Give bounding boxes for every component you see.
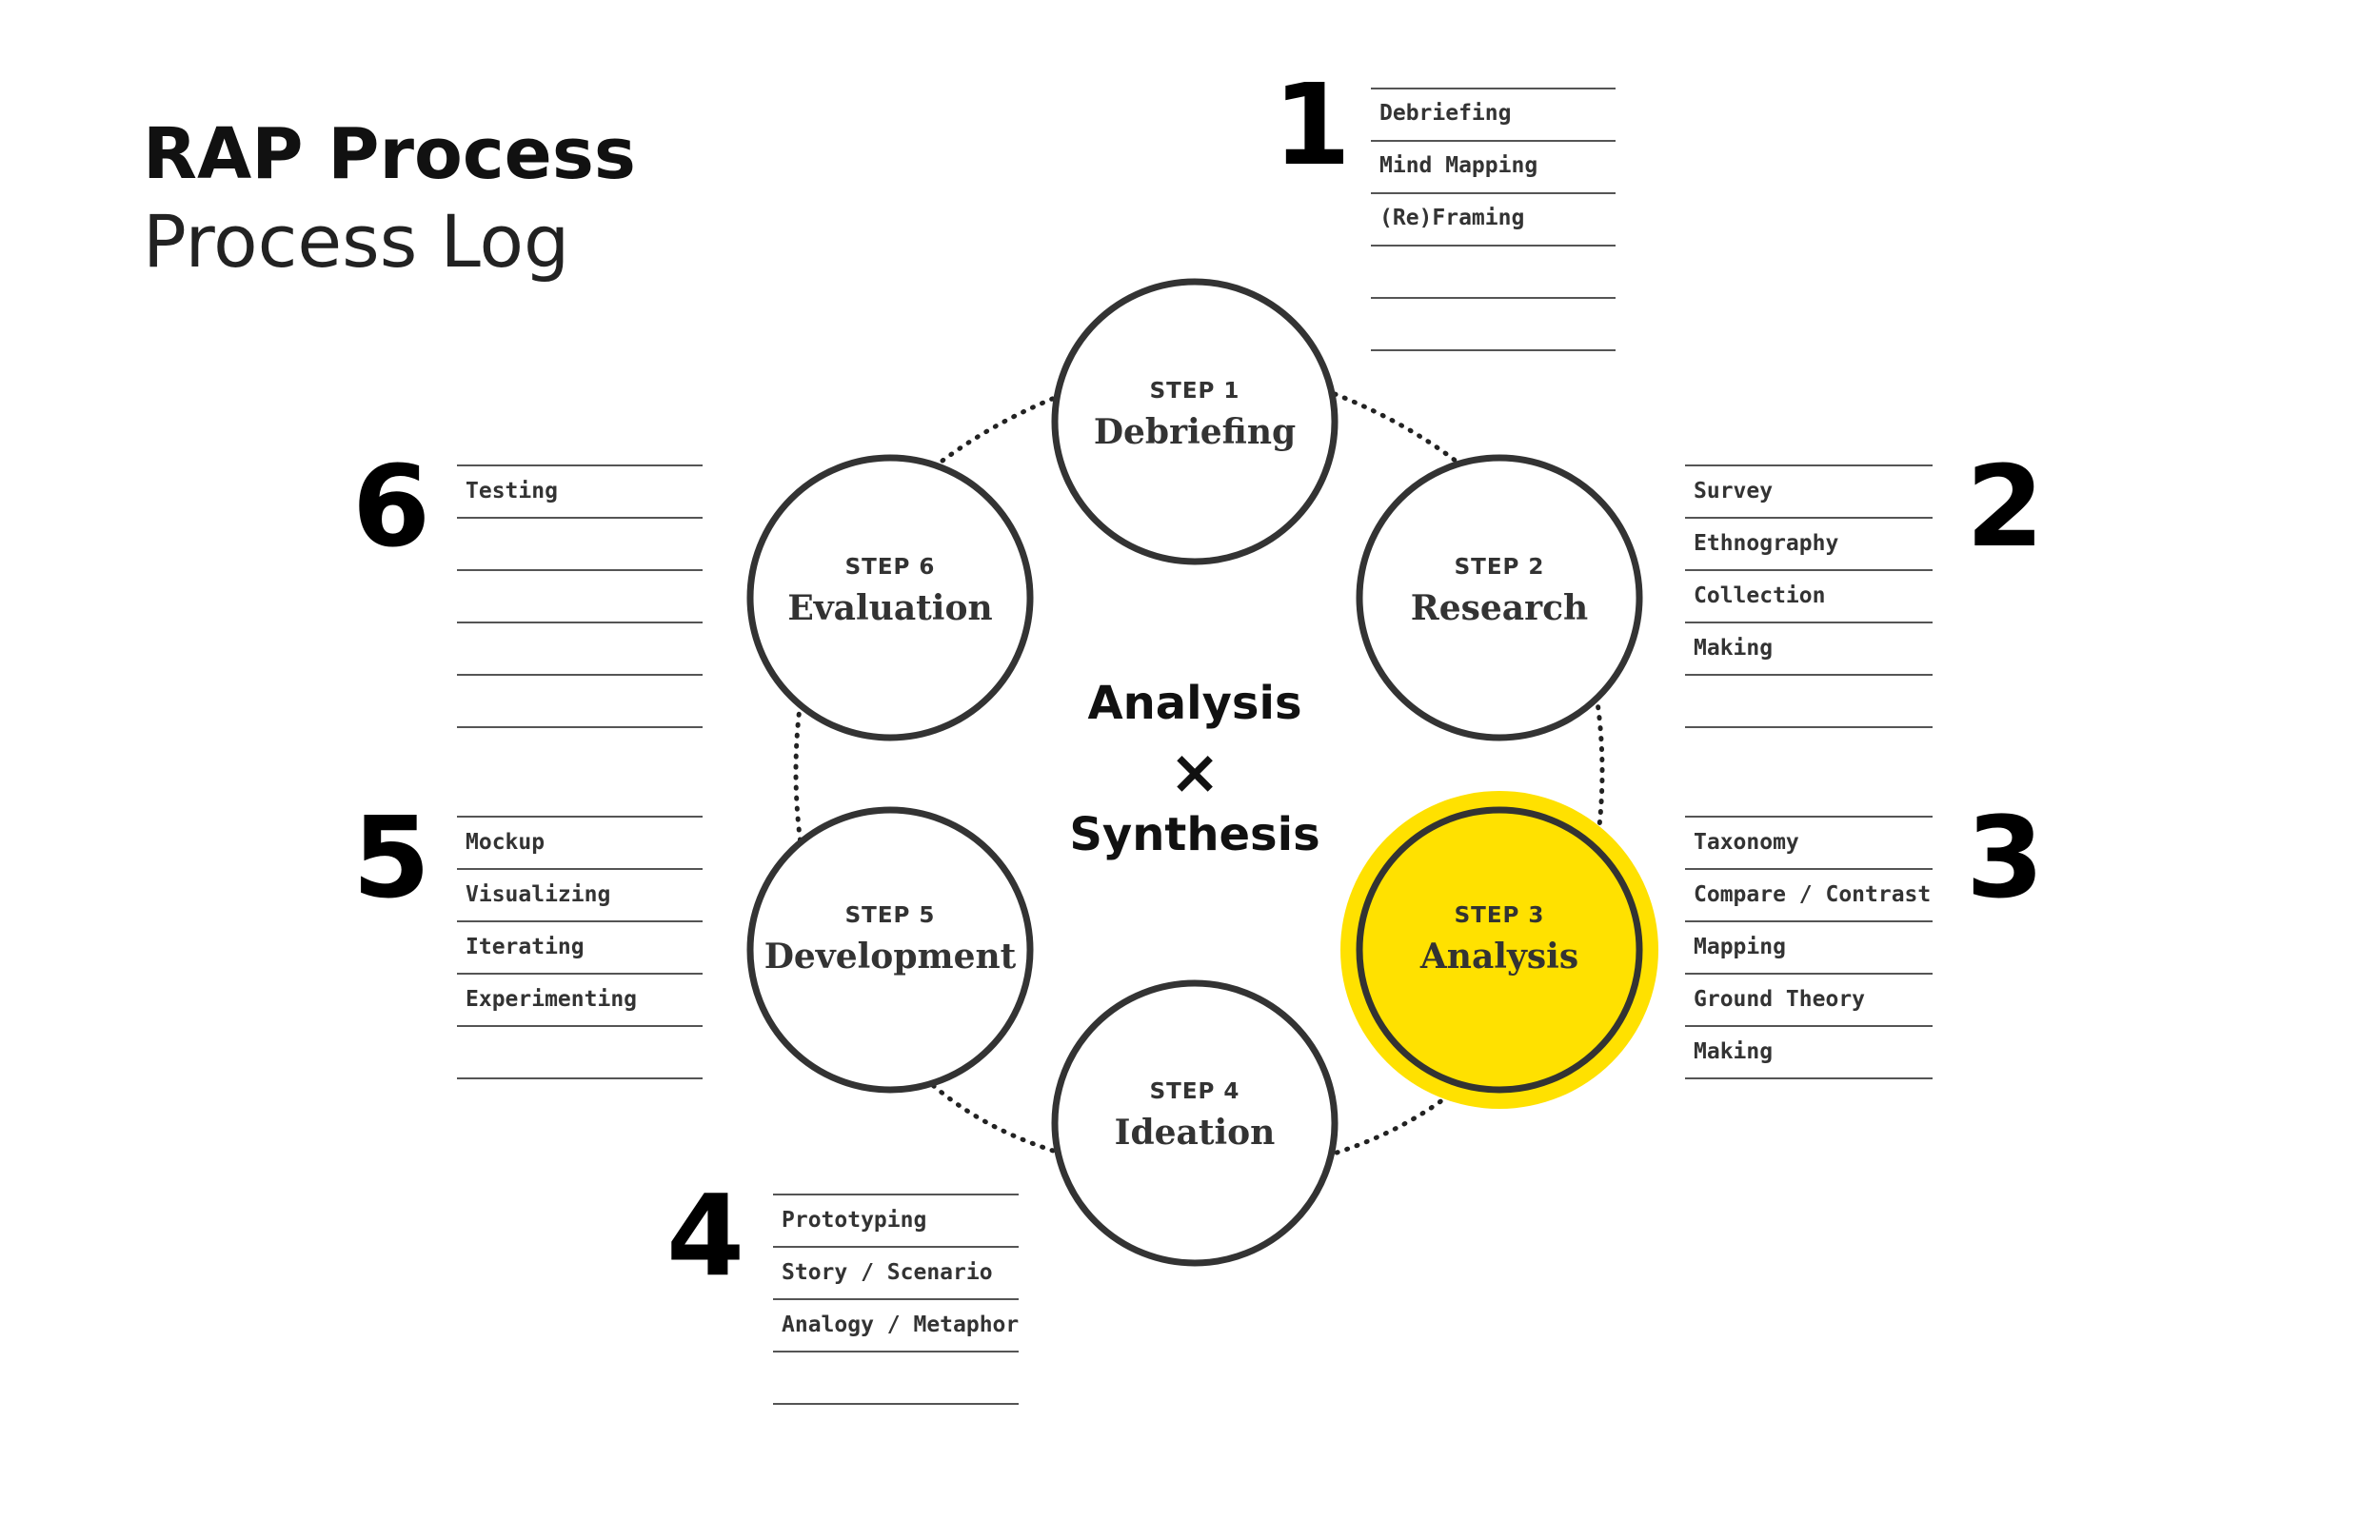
log-2-item: Making bbox=[1694, 636, 1773, 661]
log-2-number: 2 bbox=[1966, 441, 2044, 572]
center-label: Analysis × Synthesis bbox=[1069, 677, 1319, 861]
log-5-item: Iterating bbox=[466, 935, 585, 959]
step-1-name: Debriefing bbox=[1094, 412, 1296, 452]
page-subtitle: Process Log bbox=[143, 199, 569, 284]
step-1-ring bbox=[1051, 278, 1339, 565]
step-2-circle: STEP 2 Research bbox=[1356, 454, 1643, 741]
log-2: 2 Survey Ethnography Collection Making bbox=[1685, 441, 2044, 728]
center-line-1: Analysis bbox=[1087, 677, 1301, 730]
step-6-ring bbox=[746, 454, 1034, 741]
log-1: 1 Debriefing Mind Mapping (Re)Framing bbox=[1273, 59, 1616, 351]
step-3-name: Analysis bbox=[1419, 937, 1578, 977]
step-2-name: Research bbox=[1411, 588, 1588, 628]
log-3-item: Taxonomy bbox=[1694, 830, 1799, 855]
step-4-circle: STEP 4 Ideation bbox=[1051, 979, 1339, 1267]
steps-layer: STEP 1 Debriefing STEP 2 Research STEP 3… bbox=[746, 278, 1658, 1267]
log-3: 3 Taxonomy Compare / Contrast Mapping Gr… bbox=[1685, 792, 2044, 1079]
log-4-item: Analogy / Metaphor bbox=[782, 1313, 1019, 1337]
log-5-item: Experimenting bbox=[466, 987, 637, 1012]
step-6-label: STEP 6 bbox=[845, 555, 936, 580]
step-4-name: Ideation bbox=[1115, 1113, 1276, 1153]
log-4-number: 4 bbox=[666, 1170, 744, 1301]
step-6-name: Evaluation bbox=[787, 588, 992, 628]
log-3-number: 3 bbox=[1966, 792, 2044, 923]
log-5-item: Visualizing bbox=[466, 882, 610, 907]
log-4: 4 Prototyping Story / Scenario Analogy /… bbox=[666, 1170, 1019, 1405]
log-1-item: Mind Mapping bbox=[1379, 153, 1537, 178]
step-5-name: Development bbox=[764, 937, 1017, 977]
log-5: 5 Mockup Visualizing Iterating Experimen… bbox=[352, 792, 703, 1079]
log-2-item: Collection bbox=[1694, 583, 1825, 608]
log-5-item: Mockup bbox=[466, 830, 545, 855]
log-1-item: (Re)Framing bbox=[1379, 206, 1524, 230]
center-line-2: Synthesis bbox=[1069, 808, 1319, 861]
connector-4-5 bbox=[892, 1042, 1117, 1172]
step-3-ring bbox=[1356, 806, 1643, 1094]
step-4-ring bbox=[1051, 979, 1339, 1267]
log-5-number: 5 bbox=[352, 792, 430, 923]
step-4-label: STEP 4 bbox=[1150, 1079, 1240, 1104]
log-1-item: Debriefing bbox=[1379, 101, 1511, 126]
log-6-number: 6 bbox=[352, 441, 430, 572]
step-5-label: STEP 5 bbox=[845, 903, 936, 928]
log-3-item: Ground Theory bbox=[1694, 987, 1865, 1012]
log-3-item: Compare / Contrast bbox=[1694, 882, 1931, 907]
log-6: 6 Testing bbox=[352, 441, 703, 728]
page-title: RAP Process bbox=[143, 113, 636, 195]
log-4-item: Prototyping bbox=[782, 1208, 926, 1233]
log-4-item: Story / Scenario bbox=[782, 1260, 993, 1285]
log-2-item: Ethnography bbox=[1694, 531, 1838, 556]
step-6-circle: STEP 6 Evaluation bbox=[746, 454, 1034, 741]
times-icon: × bbox=[1169, 738, 1220, 808]
step-5-circle: STEP 5 Development bbox=[746, 806, 1034, 1094]
step-5-ring bbox=[746, 806, 1034, 1094]
log-6-item: Testing bbox=[466, 479, 558, 503]
log-1-number: 1 bbox=[1273, 59, 1351, 190]
step-2-ring bbox=[1356, 454, 1643, 741]
log-3-item: Making bbox=[1694, 1039, 1773, 1064]
step-1-label: STEP 1 bbox=[1150, 379, 1240, 404]
log-3-item: Mapping bbox=[1694, 935, 1786, 959]
step-3-label: STEP 3 bbox=[1455, 903, 1545, 928]
step-2-label: STEP 2 bbox=[1455, 555, 1545, 580]
log-2-item: Survey bbox=[1694, 479, 1773, 503]
step-3-circle: STEP 3 Analysis bbox=[1340, 791, 1658, 1109]
step-1-circle: STEP 1 Debriefing bbox=[1051, 278, 1339, 565]
